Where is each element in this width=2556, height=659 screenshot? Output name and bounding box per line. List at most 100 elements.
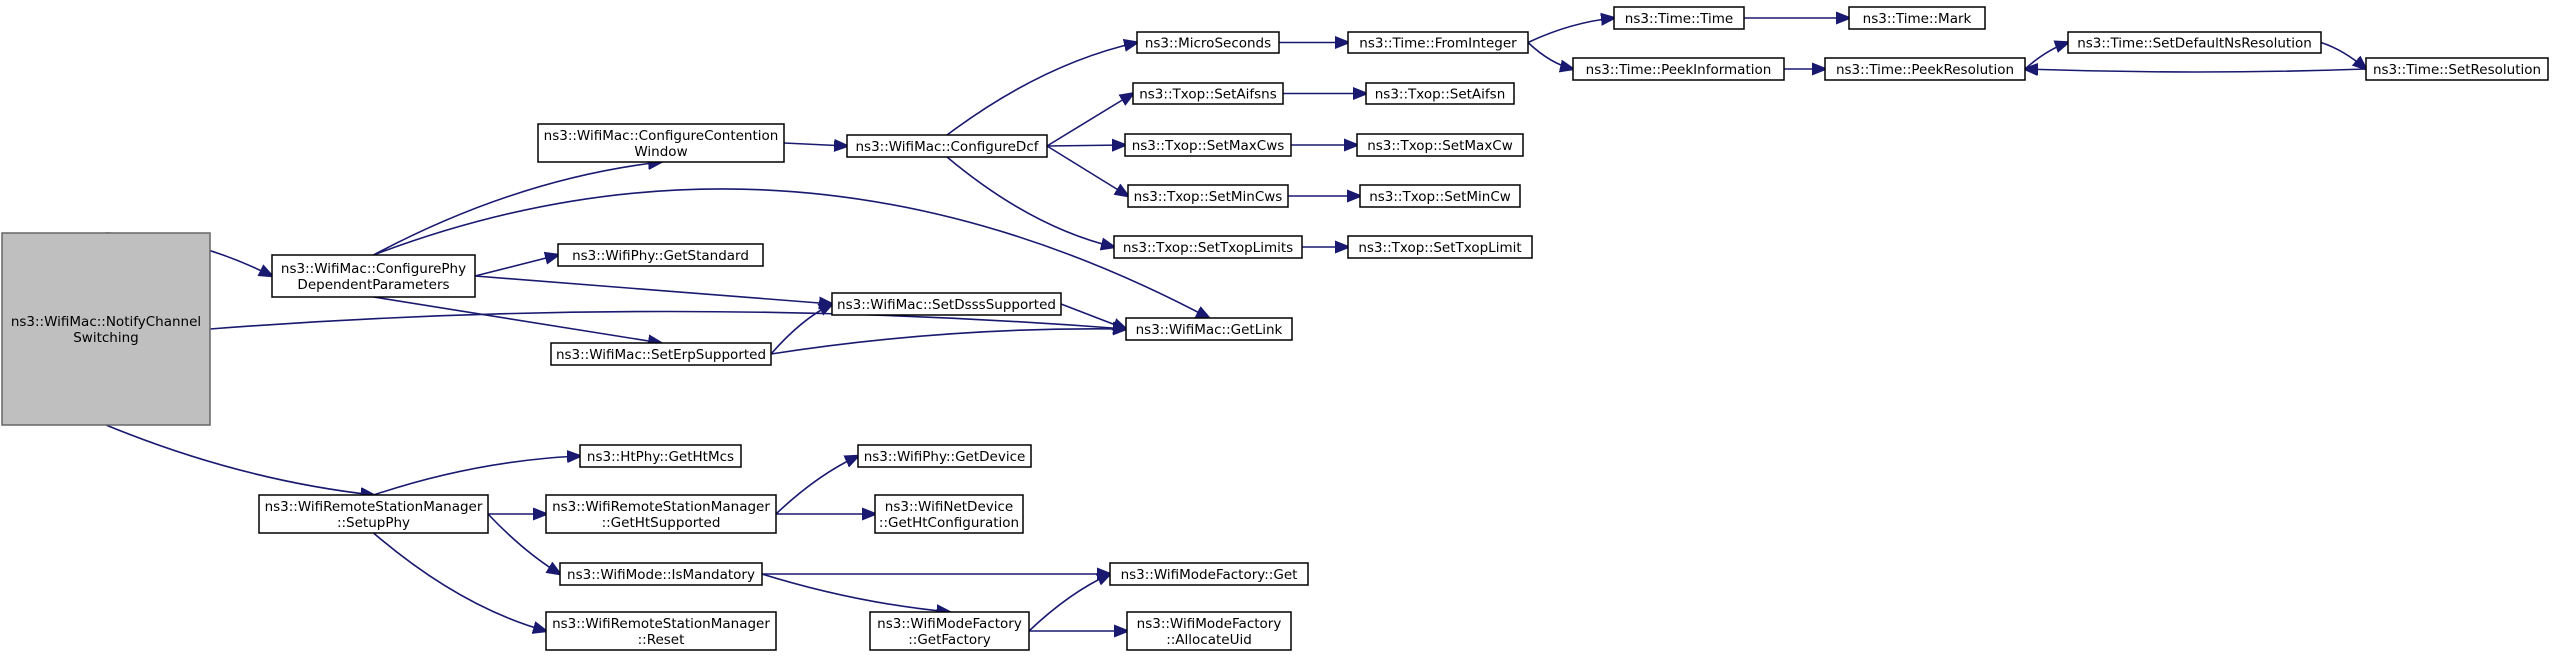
- node-box: [1848, 6, 1986, 30]
- node-gethtmcs[interactable]: ns3::HtPhy::GetHtMcs: [579, 444, 742, 468]
- node-label: ns3::WifiMac::SetDsssSupported: [837, 297, 1056, 313]
- node-label: ns3::Time::PeekInformation: [1586, 62, 1772, 78]
- edge-cdcf-to-micro: [946, 43, 1137, 136]
- node-box: [1347, 235, 1533, 259]
- node-time[interactable]: ns3::Time::Time: [1613, 6, 1745, 30]
- node-getht[interactable]: ns3::WifiRemoteStationManager::GetHtSupp…: [545, 494, 777, 534]
- node-peekres[interactable]: ns3::Time::PeekResolution: [1824, 57, 2026, 81]
- edge-cpdp-to-seterp: [373, 296, 662, 343]
- node-setmaxcws[interactable]: ns3::Txop::SetMaxCws: [1124, 133, 1292, 157]
- node-label: ns3::Txop::SetMaxCw: [1367, 138, 1513, 154]
- node-mark[interactable]: ns3::Time::Mark: [1848, 6, 1986, 30]
- node-box: [537, 123, 785, 163]
- edge-setupphy-to-ismand: [487, 513, 560, 574]
- node-box: [1126, 611, 1292, 651]
- edges-layer: [105, 18, 2367, 631]
- node-label: ns3::WifiRemoteStationManager: [552, 616, 770, 632]
- edge-cc-to-cdcf: [783, 143, 847, 146]
- edge-cpdp-to-setdsss: [474, 275, 832, 304]
- edge-seterp-to-setdsss: [770, 304, 832, 355]
- node-peekinfo[interactable]: ns3::Time::PeekInformation: [1572, 57, 1785, 81]
- nodes-layer: ns3::WifiMac::NotifyChannelSwitchingns3:…: [1, 6, 2549, 651]
- node-getlink[interactable]: ns3::WifiMac::GetLink: [1125, 317, 1293, 341]
- node-label: ::GetHtSupported: [602, 515, 721, 531]
- node-setaifsn[interactable]: ns3::Txop::SetAifsn: [1365, 82, 1515, 105]
- node-getdevice[interactable]: ns3::WifiPhy::GetDevice: [857, 444, 1032, 468]
- node-box: [1109, 562, 1309, 586]
- node-box: [579, 444, 742, 468]
- node-box: [857, 444, 1032, 468]
- node-label: ns3::Txop::SetAifsn: [1375, 87, 1506, 103]
- edge-cdcf-to-setaifsns: [1046, 94, 1133, 147]
- edge-seterp-to-getlink: [770, 329, 1126, 355]
- node-setdsss[interactable]: ns3::WifiMac::SetDsssSupported: [831, 292, 1062, 316]
- node-setres[interactable]: ns3::Time::SetResolution: [2365, 57, 2549, 81]
- node-box: [550, 342, 772, 366]
- node-label: ns3::WifiRemoteStationManager: [552, 499, 770, 515]
- node-box: [1365, 82, 1515, 105]
- edge-fromint-to-time: [1527, 18, 1614, 44]
- node-box: [1, 232, 211, 426]
- node-box: [846, 134, 1048, 158]
- node-setmincws[interactable]: ns3::Txop::SetMinCws: [1127, 184, 1289, 208]
- node-mfget[interactable]: ns3::WifiModeFactory::Get: [1109, 562, 1309, 586]
- node-label: ns3::WifiMac::ConfigureDcf: [855, 139, 1039, 155]
- edge-ismand-to-getfactory: [761, 573, 950, 612]
- node-label: ns3::WifiModeFactory: [877, 616, 1022, 632]
- node-box: [1136, 31, 1280, 54]
- node-label: ns3::WifiPhy::GetDevice: [864, 449, 1026, 465]
- node-fromint[interactable]: ns3::Time::FromInteger: [1347, 31, 1529, 54]
- node-label: ns3::WifiModeFactory::Get: [1121, 567, 1298, 583]
- node-label: ns3::WifiMac::ConfigureContention: [544, 128, 779, 144]
- node-label: ::GetFactory: [908, 632, 990, 648]
- node-label: ns3::WifiModeFactory: [1137, 616, 1282, 632]
- node-seterp[interactable]: ns3::WifiMac::SetErpSupported: [550, 342, 772, 366]
- node-label: ns3::Time::Mark: [1863, 11, 1972, 27]
- node-setdefres[interactable]: ns3::Time::SetDefaultNsResolution: [2067, 31, 2322, 54]
- node-settxoplimit[interactable]: ns3::Txop::SetTxopLimit: [1347, 235, 1533, 259]
- node-label: ns3::Time::PeekResolution: [1836, 62, 2014, 78]
- node-getstd[interactable]: ns3::WifiPhy::GetStandard: [557, 243, 764, 267]
- node-box: [2365, 57, 2549, 81]
- node-setaifsns[interactable]: ns3::Txop::SetAifsns: [1132, 82, 1284, 105]
- edge-setres-to-peekres: [2025, 69, 2367, 72]
- node-gethtconf[interactable]: ns3::WifiNetDevice::GetHtConfiguration: [874, 494, 1024, 534]
- node-box: [1613, 6, 1745, 30]
- node-box: [545, 611, 777, 651]
- node-box: [2067, 31, 2322, 54]
- node-settxoplimits[interactable]: ns3::Txop::SetTxopLimits: [1113, 235, 1303, 259]
- node-cpdp[interactable]: ns3::WifiMac::ConfigurePhyDependentParam…: [271, 254, 476, 298]
- node-ismand[interactable]: ns3::WifiMode::IsMandatory: [559, 562, 763, 586]
- node-label: ns3::HtPhy::GetHtMcs: [587, 449, 734, 465]
- edge-getht-to-getdevice: [775, 456, 858, 515]
- node-label: ns3::WifiMac::SetErpSupported: [556, 347, 766, 363]
- node-box: [545, 494, 777, 534]
- node-box: [874, 494, 1024, 534]
- node-setupphy[interactable]: ns3::WifiRemoteStationManager::SetupPhy: [258, 494, 489, 534]
- edge-setupphy-to-reset: [372, 532, 547, 631]
- node-alloc[interactable]: ns3::WifiModeFactory::AllocateUid: [1126, 611, 1292, 651]
- edge-cdcf-to-settxoplimits: [946, 156, 1114, 247]
- node-label: ::GetHtConfiguration: [879, 515, 1019, 531]
- node-box: [258, 494, 489, 534]
- node-label: ns3::Time::FromInteger: [1359, 36, 1517, 52]
- node-label: ::Reset: [638, 632, 685, 648]
- node-label: ns3::Txop::SetMaxCws: [1132, 138, 1285, 154]
- node-setmincw[interactable]: ns3::Txop::SetMinCw: [1359, 184, 1521, 208]
- edge-setupphy-to-gethtmcs: [373, 456, 581, 496]
- node-label: ns3::WifiPhy::GetStandard: [572, 248, 749, 264]
- node-reset[interactable]: ns3::WifiRemoteStationManager::Reset: [545, 611, 777, 651]
- node-micro[interactable]: ns3::MicroSeconds: [1136, 31, 1280, 54]
- node-getfactory[interactable]: ns3::WifiModeFactory::GetFactory: [869, 611, 1030, 651]
- node-label: Window: [634, 144, 687, 160]
- node-box: [271, 254, 476, 298]
- node-cdcf[interactable]: ns3::WifiMac::ConfigureDcf: [846, 134, 1048, 158]
- edge-cpdp-to-getstd: [474, 255, 558, 277]
- node-label: ns3::WifiMode::IsMandatory: [567, 567, 755, 583]
- node-box: [559, 562, 763, 586]
- edge-cdcf-to-setmincws: [1046, 145, 1128, 196]
- node-setmaxcw[interactable]: ns3::Txop::SetMaxCw: [1356, 133, 1524, 157]
- node-box: [1125, 317, 1293, 341]
